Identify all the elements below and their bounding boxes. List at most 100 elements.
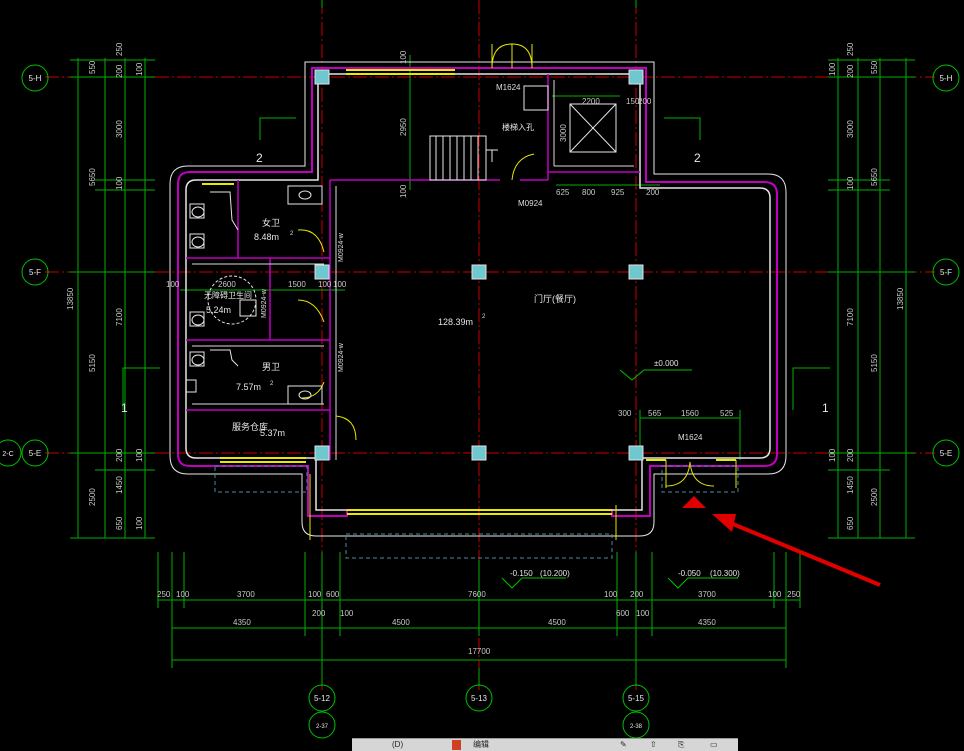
left-dimensions: 250 550 200 100 3000 5650 100 7100 5150 … xyxy=(66,42,144,530)
dim-text: 13850 xyxy=(896,287,905,310)
dim-text: 100 xyxy=(399,184,408,198)
stair xyxy=(429,135,498,181)
dim-text: 3000 xyxy=(115,120,124,138)
dim-text: 800 xyxy=(582,188,596,197)
toolbar-item[interactable]: 编辑 xyxy=(452,740,489,750)
axis-label: 2-38 xyxy=(630,724,643,730)
dim-text: 2500 xyxy=(88,488,97,506)
dim-text: 3000 xyxy=(846,120,855,138)
dim-text: 100 xyxy=(115,176,124,190)
dim-text: 100 xyxy=(828,62,837,76)
dim-text: 200 xyxy=(630,590,644,599)
door-labels: M1624 M0924 M1624 M0924-w M0924-w M0924-… xyxy=(261,83,703,442)
dim-text: 100 xyxy=(399,50,408,64)
inner-dimensions: 100 2950 100 2200 150 200 3000 625 800 9… xyxy=(166,50,734,418)
dim-text: 925 xyxy=(611,188,625,197)
area-unit: 2 xyxy=(270,381,274,387)
dim-text: 5650 xyxy=(870,168,879,186)
dim-text: 5150 xyxy=(870,354,879,372)
level-markers xyxy=(501,369,738,589)
level-text: -0.050 xyxy=(678,569,701,578)
axis-labels: 5-H 5-F 5-E 2-C 5-H 5-F 5-E 5-12 5-13 5-… xyxy=(2,74,952,730)
room-area: 5.24m xyxy=(206,305,231,315)
axis-label: 5-F xyxy=(940,268,952,277)
dim-text: 100 xyxy=(135,62,144,76)
door-code: M0924-w xyxy=(338,342,345,372)
dim-text: 550 xyxy=(88,60,97,74)
dim-text: 100 xyxy=(333,280,347,289)
toolbar-icon[interactable]: ▭ xyxy=(710,740,718,749)
dimension-lines xyxy=(70,0,915,686)
dim-text: 100 xyxy=(176,590,190,599)
dim-text: 1500 xyxy=(288,280,306,289)
dim-text: 3700 xyxy=(698,590,716,599)
dim-text: 100 xyxy=(135,448,144,462)
area-unit: 2 xyxy=(290,231,294,237)
dim-text: 17700 xyxy=(468,647,491,656)
dim-text: 625 xyxy=(556,188,570,197)
dim-text: 250 xyxy=(787,590,801,599)
dim-text: 1560 xyxy=(681,409,699,418)
dim-text: 7100 xyxy=(846,308,855,326)
toolbar-icon[interactable]: ⇧ xyxy=(650,740,657,749)
room-name: 服务仓库 xyxy=(232,421,268,432)
dim-text: 3000 xyxy=(559,124,568,142)
axis-label: 2-C xyxy=(2,451,13,458)
dim-text: 100 xyxy=(135,516,144,530)
room-name: 男卫 xyxy=(262,362,280,372)
right-dimensions: 250 550 200 100 3000 5650 100 7100 5150 … xyxy=(828,42,905,530)
dim-text: 100 xyxy=(846,176,855,190)
dim-text: 100 xyxy=(340,609,354,618)
room-name: 女卫 xyxy=(262,217,280,228)
dim-text: 100 xyxy=(828,448,837,462)
level-text: (10.300) xyxy=(710,569,740,578)
room-area: 5.37m xyxy=(260,428,285,438)
dim-text: 600 xyxy=(326,590,340,599)
axis-label: 5-12 xyxy=(314,694,331,703)
room-labels: 女卫 8.48m 2 无障碍卫生间 5.24m 男卫 7.57m 2 服务仓库 … xyxy=(121,122,829,578)
dim-text: 200 xyxy=(846,64,855,78)
window-lines xyxy=(202,69,736,515)
annotation-arrow xyxy=(682,496,881,587)
dim-text: 200 xyxy=(312,609,326,618)
dim-text: 565 xyxy=(648,409,662,418)
room-name: 无障碍卫生间 xyxy=(204,290,252,300)
dim-text: 600 xyxy=(616,609,630,618)
dim-text: 200 xyxy=(638,97,652,106)
dim-text: 100 xyxy=(166,280,180,289)
room-area: 8.48m xyxy=(254,232,279,242)
dim-text: 100 xyxy=(768,590,782,599)
dim-text: 250 xyxy=(157,590,171,599)
dim-text: 100 xyxy=(636,609,650,618)
room-area: 7.57m xyxy=(236,382,261,392)
toolbar-item[interactable]: (D) xyxy=(392,740,404,749)
level-text: (10.200) xyxy=(540,569,570,578)
dim-text: 150 xyxy=(626,97,640,106)
axis-label: 5-13 xyxy=(471,694,488,703)
dim-text: 250 xyxy=(846,42,855,56)
zone-mark: 2 xyxy=(694,151,701,165)
axis-label: 5-F xyxy=(29,268,41,277)
door-swings xyxy=(297,43,715,487)
dim-text: 300 xyxy=(618,409,632,418)
bottom-toolbar: (D) 编辑 ✎ ⇧ ⎘ ▭ xyxy=(352,738,738,751)
dim-text: 2950 xyxy=(399,118,408,136)
dim-text: 4350 xyxy=(698,618,716,627)
dim-text: 2200 xyxy=(582,97,600,106)
elevator-shaft xyxy=(523,85,617,153)
door-code: M0924-w xyxy=(261,288,268,318)
stair-label: 楼梯入孔 xyxy=(502,122,534,132)
canopy-outlines xyxy=(214,465,739,559)
window-frames xyxy=(309,460,737,540)
dim-text: 650 xyxy=(115,516,124,530)
area-unit: 2 xyxy=(482,314,486,320)
zone-mark: 1 xyxy=(121,401,128,415)
toolbar-icon[interactable]: ⎘ xyxy=(678,740,685,749)
dim-text: 7100 xyxy=(115,308,124,326)
toolbar-icon[interactable]: ✎ xyxy=(620,740,627,749)
dim-text: 1450 xyxy=(115,476,124,494)
zone-mark: 1 xyxy=(822,401,829,415)
axis-bubbles xyxy=(0,64,960,739)
dim-text: 200 xyxy=(846,448,855,462)
